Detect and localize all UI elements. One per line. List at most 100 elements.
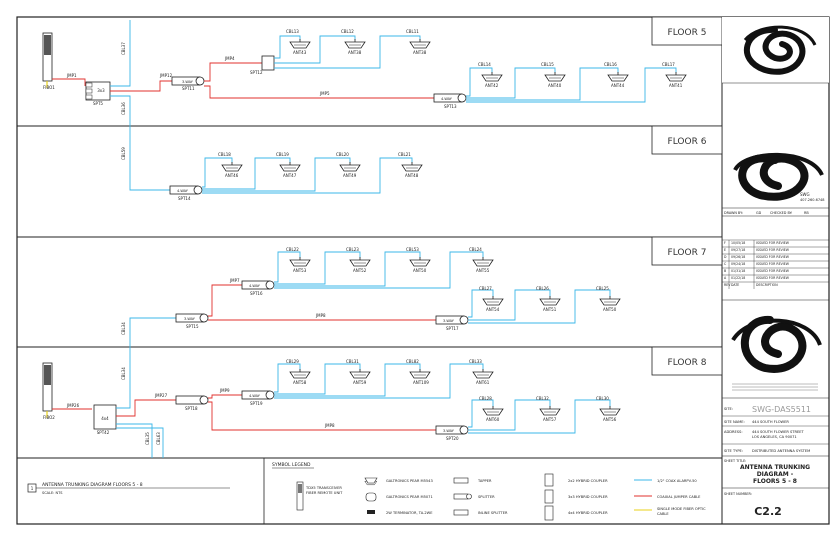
antenna-icon: [599, 295, 621, 306]
project-id: SWG-DAS5511: [752, 405, 811, 414]
legend-inline-label: INLINE SPLITTER: [478, 511, 508, 515]
antenna-icon: [289, 368, 311, 379]
antenna-label: ANT51: [543, 307, 557, 312]
floor-8-label: FLOOR 8: [668, 358, 707, 368]
antenna-cable-label: CBL33: [469, 359, 482, 364]
revision-rev: B: [724, 269, 726, 273]
antenna-icon: [221, 161, 243, 172]
splitter-label: 4-WAY: [249, 284, 261, 288]
antenna-label: ANT50: [413, 268, 427, 273]
cable-label: CBL63: [156, 432, 161, 445]
revision-rev: A: [724, 276, 727, 280]
jumper-label: JMP8: [315, 313, 326, 318]
jumper-label: JMP12: [159, 73, 173, 78]
sheet-title-line-1: ANTENNA TRUNKING: [740, 464, 810, 471]
title-number: 1: [31, 486, 34, 491]
drawn-by-label: DRAWN BY:: [724, 211, 743, 215]
floor-8-label-box: FLOOR 8: [651, 346, 723, 376]
antenna-icon: [409, 256, 431, 267]
antenna-cable-label: CBL27: [479, 286, 492, 291]
antenna-label: ANT49: [343, 173, 357, 178]
revision-desc: ISSUED FOR REVIEW: [756, 241, 790, 245]
revision-desc: ISSUED FOR REVIEW: [756, 269, 790, 273]
rack-sub-label: SPT5: [93, 101, 103, 106]
revision-rev: F: [724, 241, 726, 245]
splitter-sub-label: SPT13: [444, 104, 457, 109]
legend-2x2-icon: [544, 473, 554, 487]
antenna-label: ANT38: [413, 50, 427, 55]
title-block: SWG 407.260.6748 DRAWN BY: GD CHECKED BY…: [722, 17, 829, 518]
splitter-label: 3-WAY: [184, 317, 196, 321]
antenna-label: ANT54: [486, 307, 500, 312]
antenna-icon: [409, 38, 431, 49]
splitter-sub-label: SPT18: [185, 406, 198, 411]
antenna-icon: [482, 295, 504, 306]
splitter-sub-label: SPT14: [178, 196, 191, 201]
antenna-label: ANT109: [413, 380, 429, 385]
drawing-title: ANTENNA TRUNKING DIAGRAM FLOORS 5 - 8: [42, 482, 143, 488]
antenna-cable-label: CBL21: [398, 152, 411, 157]
legend-2x2-label: 2x2 HYBRID COUPLER: [568, 479, 608, 483]
legend-terminator-icon: [367, 510, 375, 514]
antenna-icon: [349, 368, 371, 379]
antenna-cable-label: CBL25: [596, 286, 609, 291]
legend-inline-icon: [453, 509, 469, 516]
antenna-icon: [401, 161, 423, 172]
antenna-cable-label: CBL22: [286, 247, 299, 252]
swirl-logo-top: [722, 17, 829, 83]
sheet-title-line-2: DIAGRAM -: [757, 471, 794, 478]
antenna-icon: [607, 71, 629, 82]
antenna-cable-label: CBL20: [336, 152, 349, 157]
antenna-icon: [344, 38, 366, 49]
revision-date: 10/05/18: [731, 241, 745, 245]
antenna-label: ANT46: [225, 173, 239, 178]
antenna-cable-label: CBL11: [406, 29, 419, 34]
floor-5-diagram: FIBO1 JMP1 3x3 SPT5 CBL37 CBL36 JMP12 3-…: [42, 20, 677, 191]
splitter-sub-label: SPT11: [182, 86, 195, 91]
legend-3x3-icon: [544, 489, 554, 504]
revision-desc: ISSUED FOR REVIEW: [756, 248, 790, 252]
antenna-icon: [544, 71, 566, 82]
revision-date: 01/22/18: [731, 276, 745, 280]
revision-rev: E: [724, 248, 726, 252]
floor-7-diagram: CBL34 3-WAY SPT15 JMP7 4-WAY SPT16 JMP8 …: [121, 251, 611, 347]
antenna-cable-label: CBL12: [341, 29, 354, 34]
revision-desc: ISSUED FOR REVIEW: [756, 276, 790, 280]
cable-label: CBL34: [121, 367, 126, 380]
legend-3x3-label: 3x3 HYBRID COUPLER: [568, 495, 608, 499]
legend-pear-m5543-icon: [364, 477, 378, 484]
site-type-label: SITE TYPE:: [724, 449, 743, 453]
antenna-label: ANT47: [283, 173, 297, 178]
revision-date: 09/24/18: [731, 262, 745, 266]
legend-tapper-label: TAPPER: [477, 479, 492, 483]
antenna-label: ANT42: [485, 83, 499, 88]
splitter-sub-label: SPT17: [446, 326, 459, 331]
splitter-sub-label: SPT15: [186, 324, 199, 329]
antenna-cable-label: CBL13: [286, 29, 299, 34]
antenna-cable-label: CBL28: [479, 396, 492, 401]
jumper-label: JMP1: [66, 73, 77, 78]
antenna-cable-label: CBL14: [478, 62, 491, 67]
antenna-icon: [472, 256, 494, 267]
antenna-icon: [599, 405, 621, 416]
jumper-label: JMP26: [66, 403, 80, 408]
sheet-border: [16, 16, 830, 525]
antenna-cable-label: CBL23: [346, 247, 359, 252]
antenna-label: ANT57: [543, 417, 557, 422]
antenna-cable-label: CBL32: [536, 396, 549, 401]
sheet-number: C2.2: [754, 505, 782, 518]
legend-fiber-cable-label: SINGLE MODE FIBER OPTIC CABLE: [657, 507, 706, 516]
antenna-icon: [539, 405, 561, 416]
floor-5-label: FLOOR 5: [668, 28, 707, 38]
splitter-sub-label: SPT16: [250, 291, 263, 296]
revision-rev: REV: [724, 283, 731, 287]
antenna-label: ANT56: [603, 417, 617, 422]
logo-phone: 407.260.6748: [800, 198, 825, 202]
splitter-label: 3-WAY: [182, 80, 194, 84]
floor-6-label: FLOOR 6: [668, 137, 707, 147]
logo-text: SWG: [800, 192, 810, 197]
jumper-label: JMP27: [154, 393, 168, 398]
drawn-by: GD: [756, 211, 762, 215]
